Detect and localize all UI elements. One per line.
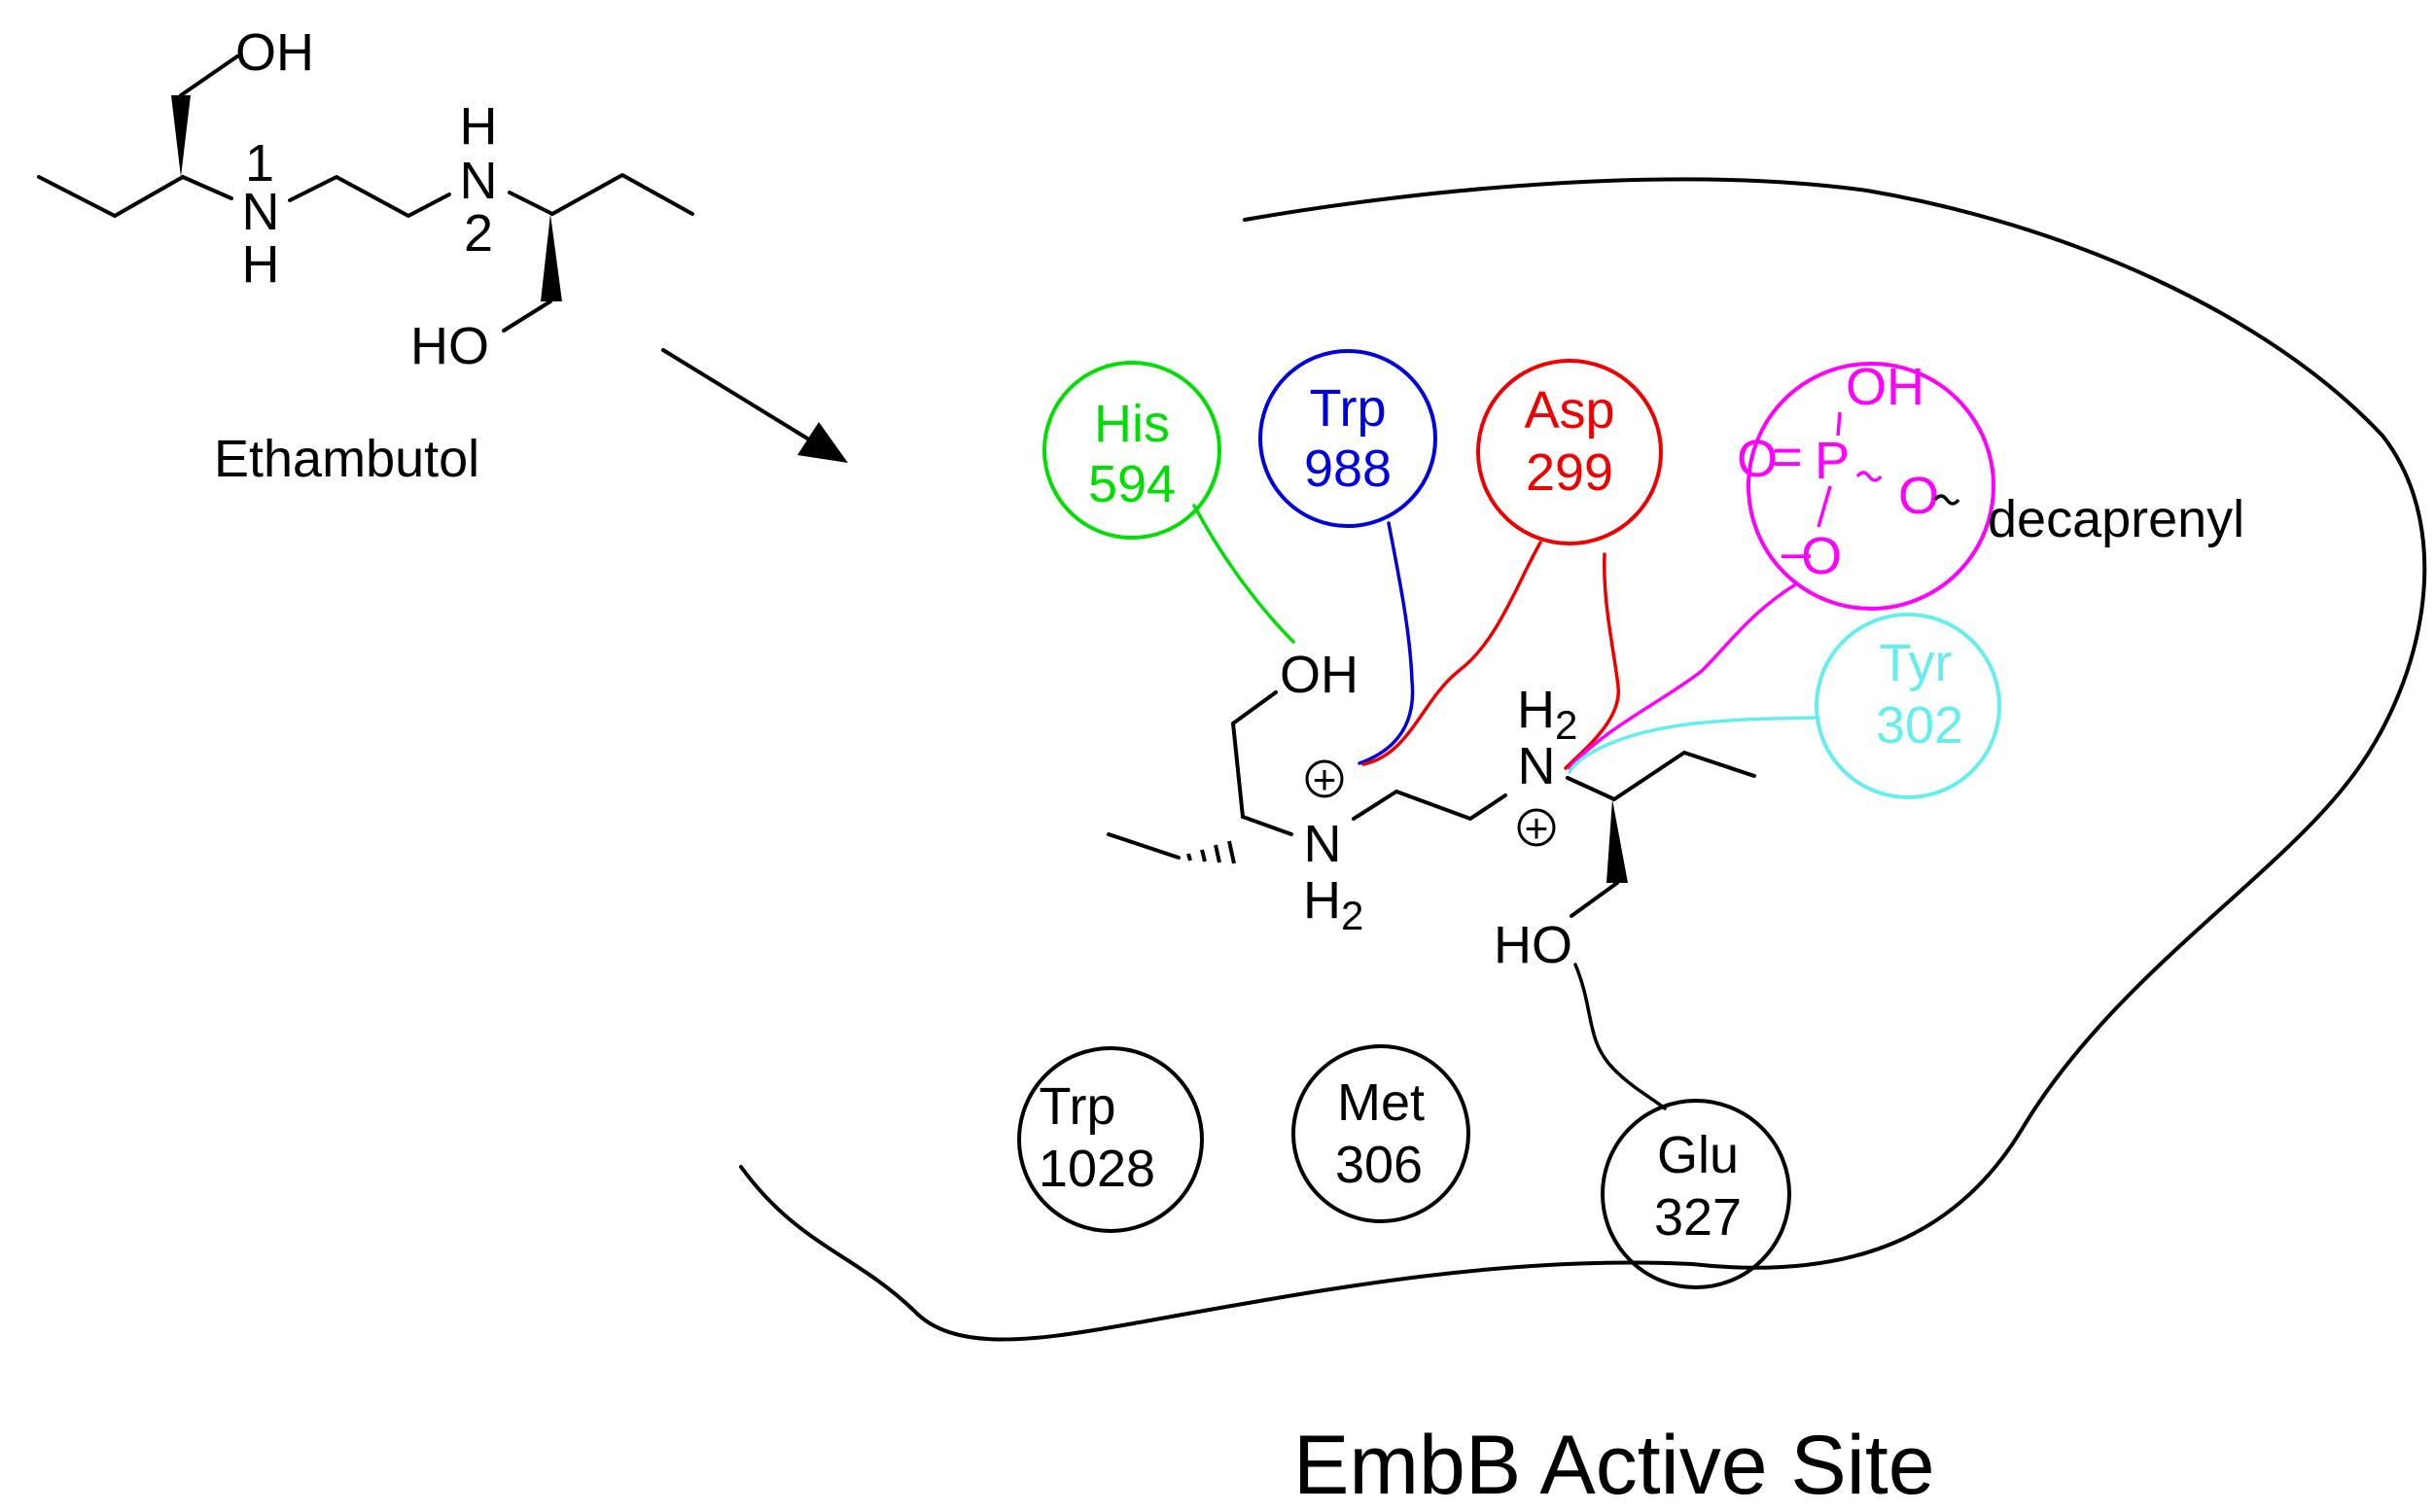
- eth-oh-top: OH: [235, 23, 314, 82]
- eth-left-ethyl-bonds: [37, 175, 185, 218]
- site-title: EmbB Active Site: [1293, 1419, 1935, 1512]
- eth-n1-atom: N: [242, 183, 280, 241]
- phosphate-bond-p-oh: [1836, 411, 1842, 437]
- binding-arrow: [661, 348, 848, 463]
- residue-glu-327: Glu 327: [1601, 1099, 1791, 1289]
- eth-right-ch2oh-bond: [502, 299, 552, 333]
- residue-number: 1028: [1039, 1140, 1155, 1198]
- bound-n1-charge-ring: [1305, 759, 1344, 798]
- asp-interaction-line-a: [1361, 541, 1542, 766]
- decaprenyl-phosphate: OH O = P O – O decaprenyl: [1737, 358, 2244, 611]
- residue-name: Tyr: [1880, 634, 1953, 692]
- bound-right-wedge-bond: [1606, 799, 1628, 883]
- decaprenyl-label: decaprenyl: [1988, 490, 2244, 548]
- residue-number: 988: [1304, 440, 1392, 498]
- tyr-interaction-line: [1568, 716, 1820, 774]
- bound-oh-bottom: HO: [1494, 916, 1572, 974]
- phosphate-ring: [1747, 362, 1995, 611]
- eth-n1-h: H: [242, 235, 280, 294]
- eth-right-ethyl-bonds: [550, 173, 694, 216]
- phosphate-interaction-line: [1568, 581, 1799, 770]
- residue-his-594: His 594: [1042, 361, 1221, 540]
- phosphate-bond-p-o: [1817, 485, 1832, 528]
- bound-n2-h-sub: 2: [1555, 702, 1577, 748]
- residue-ring: [1258, 349, 1437, 528]
- phosphate-oh: OH: [1846, 358, 1924, 416]
- bound-n2-atom: N: [1518, 737, 1556, 795]
- phosphate-o-minus: O: [1801, 527, 1842, 585]
- bound-n1-h: H: [1303, 871, 1341, 930]
- residue-trp-988: Trp 988: [1258, 349, 1437, 528]
- his-interaction-line: [1192, 504, 1295, 644]
- eth-oh-bottom: HO: [410, 317, 489, 375]
- eth-right-wedge-bond: [541, 214, 562, 301]
- eth-n2-number: 2: [464, 204, 493, 263]
- phosphate-minus: –: [1782, 523, 1811, 581]
- residue-met-306: Met 306: [1291, 1044, 1470, 1223]
- residue-name: Asp: [1524, 381, 1614, 440]
- eth-right-nc-bond: [508, 191, 554, 216]
- residue-number: 594: [1088, 455, 1176, 513]
- bound-n2-h2: H2: [1517, 681, 1577, 748]
- ethambutol-structure: OH 1 N H H N 2 HO Ethambutol: [37, 23, 694, 488]
- bound-n1-h-sub: 2: [1341, 893, 1363, 938]
- residue-ring: [1017, 1046, 1204, 1233]
- asp-interaction-line-b: [1564, 552, 1620, 770]
- residue-name: Glu: [1657, 1126, 1739, 1184]
- bound-right-ch2oh-bond: [1570, 881, 1619, 918]
- active-site-pocket-outline: [739, 177, 2427, 1342]
- arrow-head: [797, 422, 848, 463]
- bound-left-ch2-bond: [1231, 690, 1278, 819]
- residue-number: 299: [1526, 443, 1613, 502]
- bound-left-cn-bond: [1241, 815, 1293, 836]
- bound-right-ethyl-bonds: [1612, 751, 1756, 801]
- eth-left-ch2oh-bond: [179, 54, 239, 97]
- glu-interaction-line: [1573, 963, 1667, 1110]
- residue-name: His: [1094, 395, 1170, 453]
- bound-n2-charge-ring: [1517, 808, 1556, 847]
- residue-name: Trp: [1310, 379, 1387, 438]
- residue-name: Met: [1337, 1073, 1425, 1132]
- phosphate-p: P: [1815, 432, 1850, 490]
- eth-left-wedge-bond: [171, 95, 191, 177]
- bound-n1-charge: +: [1313, 756, 1337, 802]
- residue-ring: [1042, 361, 1221, 540]
- residue-ring: [1601, 1099, 1791, 1289]
- eth-ethylene-bridge: [288, 175, 451, 218]
- residue-number: 327: [1654, 1188, 1742, 1247]
- residue-ring: [1291, 1044, 1470, 1223]
- bound-ethambutol: OH + N H2 H2 N + HO: [1107, 646, 1756, 974]
- eth-left-cn-bond: [181, 175, 233, 200]
- ethambutol-name: Ethambutol: [214, 430, 479, 488]
- bound-ethylene-bridge: [1352, 790, 1507, 821]
- eth-n2-atom: N: [460, 152, 498, 210]
- bound-ethyl-bond: [1107, 832, 1181, 860]
- residue-number: 302: [1876, 696, 1963, 755]
- bound-n2-charge: +: [1525, 805, 1549, 851]
- phosphate-equals: =: [1772, 428, 1803, 486]
- phosphate-o-double: O: [1737, 430, 1778, 488]
- bound-n2-h: H: [1517, 681, 1555, 739]
- residue-ring: [1815, 613, 2001, 799]
- interaction-lines: [1192, 504, 1820, 1110]
- residue-name: Trp: [1040, 1077, 1116, 1136]
- residue-asp-299: Asp 299: [1476, 359, 1663, 545]
- decaprenyl-wavy-bond: [1933, 494, 1960, 506]
- eth-n1-number: 1: [245, 134, 274, 193]
- residue-ring: [1476, 359, 1663, 545]
- bound-n1-atom: N: [1304, 815, 1342, 873]
- residue-trp-1028: Trp 1028: [1017, 1046, 1204, 1233]
- eth-n2-h: H: [460, 97, 498, 156]
- residue-number: 306: [1335, 1136, 1423, 1194]
- bound-oh-top: OH: [1280, 646, 1359, 704]
- bound-right-nc-bond: [1566, 776, 1616, 801]
- phosphate-o-ester: O: [1898, 467, 1939, 525]
- bound-n1-h2: H2: [1303, 871, 1363, 938]
- phosphate-wavy-bond: [1855, 471, 1883, 482]
- trp988-interaction-line: [1358, 521, 1415, 765]
- residue-tyr-302: Tyr 302: [1815, 613, 2001, 799]
- bound-hashed-bond: [1186, 840, 1236, 864]
